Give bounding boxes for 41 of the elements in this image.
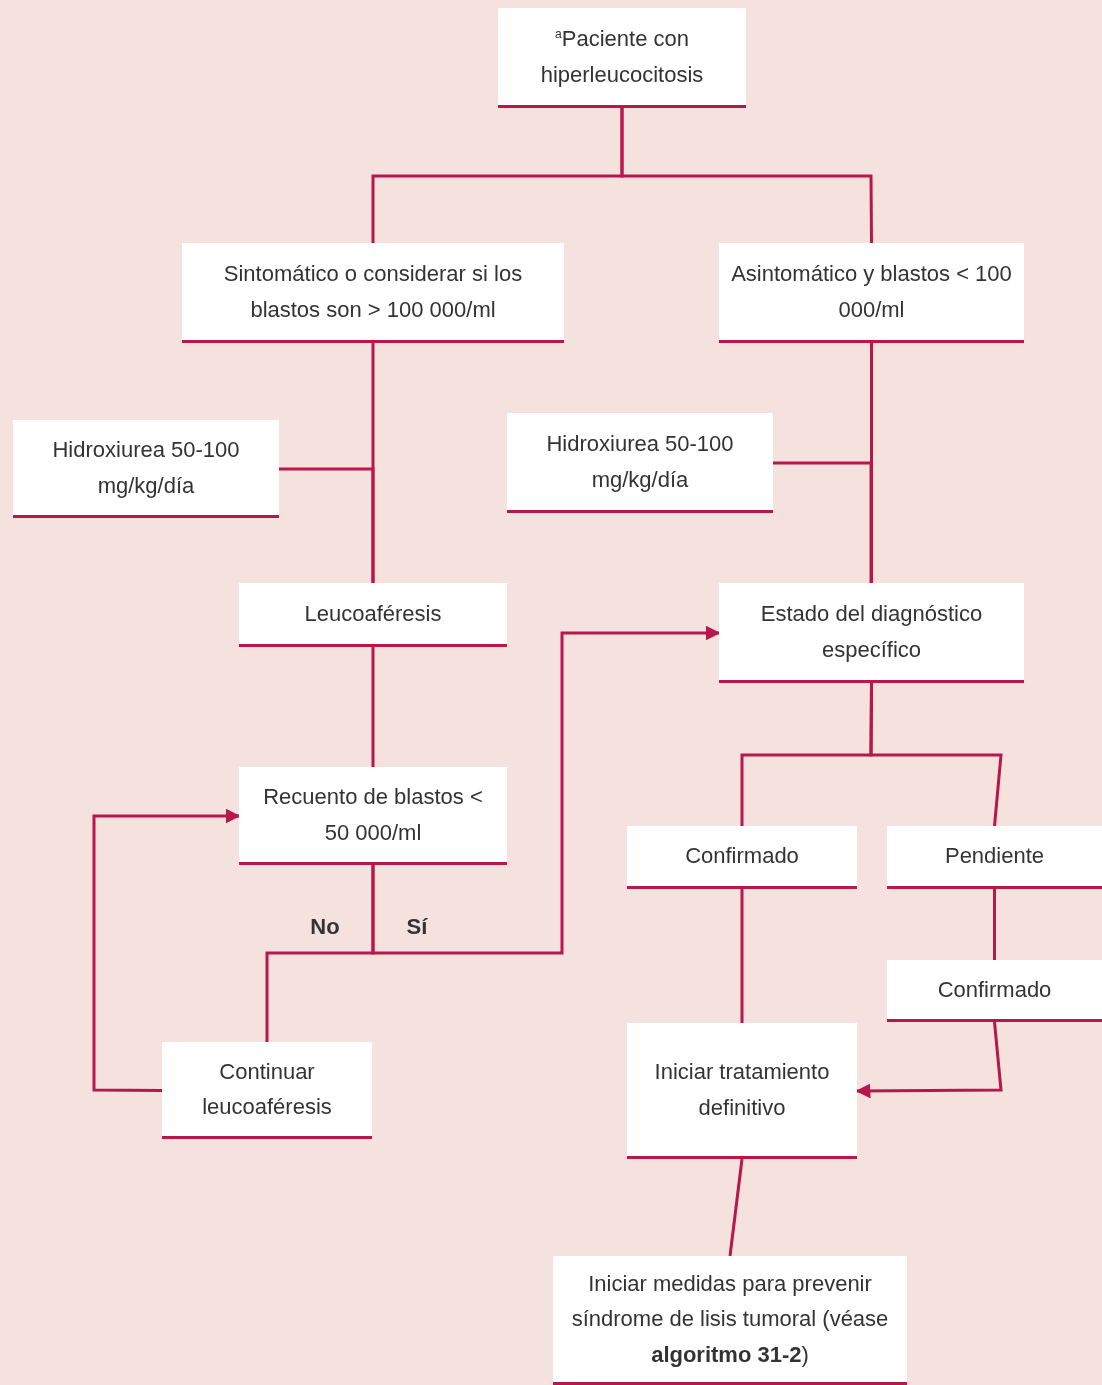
connector-line [773,461,873,583]
process-box [887,826,1102,889]
process-box [627,1023,857,1159]
process-box [719,583,1024,683]
box-text: Estado del diagnóstico específico [759,600,984,664]
box-text: Sintomático o considerar si los blastos son > 100 000/ml [222,260,524,324]
box-text: Iniciar tratamiento definitivo [653,1058,831,1122]
process-box [627,826,857,889]
edge-label: Sí [406,914,428,940]
connector-line [740,889,744,1023]
connector-line [279,467,375,583]
process-box [498,8,746,108]
process-box [719,243,1024,343]
box-text: Recuento de blastos < 50 000/ml [262,783,484,847]
process-box [507,413,773,513]
box-text: Continuar leucoaféresis [201,1057,333,1121]
connector-line [620,108,873,243]
process-box [13,420,279,518]
box-text: Hidroxiurea 50-100 mg/kg/día [545,430,735,494]
arrow [855,1021,1003,1099]
arrow [371,625,721,955]
box-text: Leucoaféresis [304,599,442,628]
process-box [887,960,1102,1022]
edge-label: No [310,914,340,940]
process-box [162,1042,372,1139]
process-box [239,767,507,865]
process-box [239,583,507,647]
process-box [182,243,564,343]
connector-line [869,683,1003,827]
arrow [92,808,241,1092]
box-text: Hidroxiurea 50-100 mg/kg/día [51,436,241,500]
box-text: Confirmado [937,975,1052,1004]
connector-line [728,1158,744,1257]
process-box [553,1256,907,1385]
box-text: Asintomático y blastos < 100 000/ml [730,260,1013,324]
box-text: Confirmado [685,842,799,871]
connector-line [371,647,375,767]
box-text: Iniciar medidas para prevenir síndrome de lisis tumoral (véase algoritmo 31-2) [570,1270,890,1369]
connector-line [993,889,996,960]
box-text: Pendiente [944,842,1045,871]
box-text: $^{a}$Paciente con hiperleucocitosis [539,25,705,89]
